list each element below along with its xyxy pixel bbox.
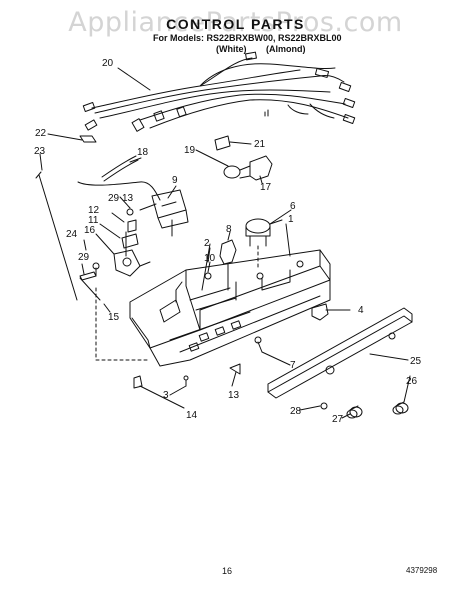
callout-13-upper: 13	[122, 193, 134, 204]
variant-almond: (Almond)	[266, 44, 306, 54]
callout-4: 4	[358, 305, 364, 316]
callout-22: 22	[35, 128, 47, 139]
callout-9: 9	[172, 175, 178, 186]
watermark: AppliancePartsPros.com	[68, 7, 403, 38]
knob-part	[219, 239, 237, 265]
variant-white: (White)	[216, 44, 247, 54]
knob-left-part	[346, 405, 363, 419]
callout-13-lower: 13	[228, 390, 240, 401]
bracket-part	[214, 135, 231, 151]
callout-28: 28	[290, 406, 302, 417]
callout-29-upper: 29	[108, 193, 120, 204]
callout-16: 16	[84, 225, 96, 236]
callout-19: 19	[184, 145, 196, 156]
wire-harness-part	[82, 51, 356, 132]
valve-part	[113, 249, 141, 277]
callout-24: 24	[66, 229, 78, 240]
callout-3: 3	[163, 390, 169, 401]
callout-25: 25	[410, 356, 422, 367]
callout-29-lower: 29	[78, 252, 90, 263]
callout-2: 2	[204, 238, 210, 249]
callout-10: 10	[204, 253, 216, 264]
control-panel-front-part	[267, 307, 413, 399]
callout-7: 7	[290, 360, 296, 371]
callout-8: 8	[226, 224, 232, 235]
control-switch-part	[245, 218, 283, 247]
callout-labels: 20 22 23 18 21 19 17 9 29 13 12 11 16 24…	[34, 58, 422, 425]
callout-26: 26	[406, 376, 418, 387]
light-bulb-part	[223, 165, 241, 179]
clip-part	[79, 135, 97, 143]
callout-18: 18	[137, 147, 149, 158]
knob-right-part	[392, 401, 409, 415]
callout-27: 27	[332, 414, 344, 425]
callout-12: 12	[88, 205, 100, 216]
callout-6: 6	[290, 201, 296, 212]
callout-11: 11	[88, 215, 99, 226]
callout-15: 15	[108, 312, 120, 323]
callout-20: 20	[102, 58, 114, 69]
document-number: 4379298	[406, 566, 438, 575]
page-number: 16	[222, 566, 233, 576]
callout-21: 21	[254, 139, 266, 150]
callout-1: 1	[288, 214, 294, 225]
color-variants: (White) (Almond)	[216, 44, 306, 54]
diagram-title: CONTROL PARTS	[166, 16, 305, 32]
control-housing-part	[129, 249, 331, 367]
clip-right-part	[311, 303, 329, 321]
clip-lower-part	[133, 375, 143, 389]
light-socket-part	[249, 155, 273, 181]
tube-part	[101, 155, 139, 182]
callout-14: 14	[186, 410, 198, 421]
rod-part	[38, 174, 78, 301]
callout-17: 17	[260, 182, 272, 193]
models-line: For Models: RS22BRXBW00, RS22BRXBL00	[153, 33, 342, 43]
thermostat-part	[139, 189, 189, 229]
callout-23: 23	[34, 146, 46, 157]
